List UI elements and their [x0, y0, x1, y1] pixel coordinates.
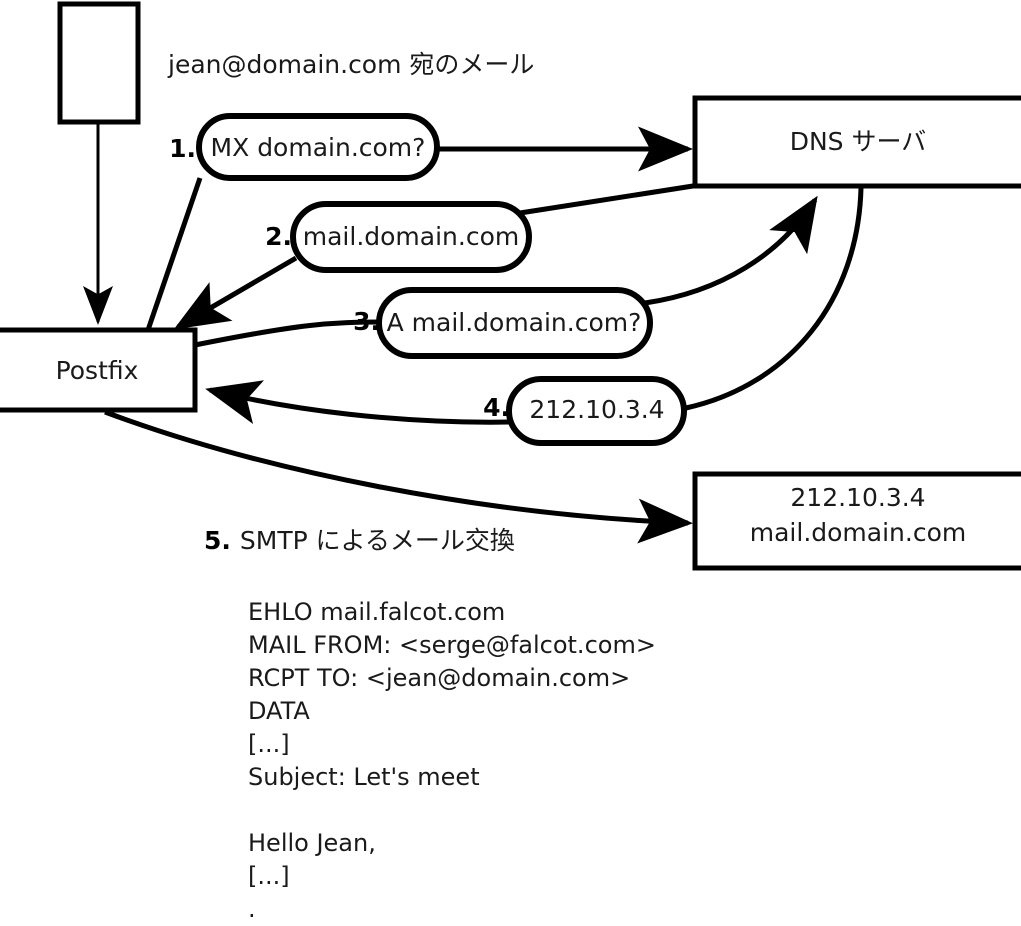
edge-step3-to-dns — [644, 195, 818, 306]
edge-step4-to-postfix — [205, 380, 513, 425]
step-5-label: SMTP によるメール交換 — [239, 526, 515, 555]
step-2-pill — [290, 201, 532, 273]
transcript-line: [...] — [248, 730, 290, 758]
step-2-number: 2. — [265, 222, 292, 251]
transcript-line: [...] — [248, 862, 290, 890]
step-3-number: 3. — [353, 307, 380, 336]
transcript-line: RCPT TO: <jean@domain.com> — [248, 664, 631, 692]
sender-box — [57, 1, 141, 125]
edge-dns-to-step4 — [685, 187, 864, 411]
step-4-pill — [506, 376, 687, 446]
step-1-pill — [196, 113, 440, 181]
mail-server-ip: 212.10.3.4 — [790, 483, 925, 512]
step-3-pill — [376, 287, 653, 359]
transcript-line: EHLO mail.falcot.com — [248, 598, 506, 626]
step-3-label: A mail.domain.com? — [387, 308, 642, 337]
step-1-label: MX domain.com? — [211, 133, 426, 162]
step-4-number: 4. — [483, 393, 510, 422]
step-1-number: 1. — [169, 134, 196, 163]
dns-server-box — [692, 95, 1021, 189]
transcript-line: MAIL FROM: <serge@falcot.com> — [248, 631, 656, 659]
step-5-number: 5. — [204, 526, 231, 555]
transcript-line: Hello Jean, — [248, 829, 376, 857]
dns-server-label: DNS サーバ — [790, 127, 927, 156]
mail-server-box — [692, 471, 1021, 571]
postfix-box — [0, 327, 198, 413]
edge-postfix-to-step1 — [145, 177, 203, 331]
edge-postfix-to-mailserver — [104, 409, 693, 544]
step-4-label: 212.10.3.4 — [529, 395, 664, 424]
mail-server-hostname: mail.domain.com — [750, 518, 966, 547]
edge-postfix-to-step3 — [194, 319, 387, 348]
postfix-label: Postfix — [56, 356, 139, 385]
transcript-line: Subject: Let's meet — [248, 763, 480, 791]
transcript-blank-line — [248, 794, 656, 827]
step-2-label: mail.domain.com — [303, 222, 519, 251]
header-caption: jean@domain.com 宛のメール — [168, 50, 535, 79]
step-5-row: 5. SMTP によるメール交換 — [204, 521, 515, 557]
transcript-line: DATA — [248, 697, 310, 725]
transcript-line: . — [248, 895, 256, 923]
edge-step2-to-postfix — [173, 255, 298, 330]
edge-dns-to-step2 — [519, 183, 694, 216]
